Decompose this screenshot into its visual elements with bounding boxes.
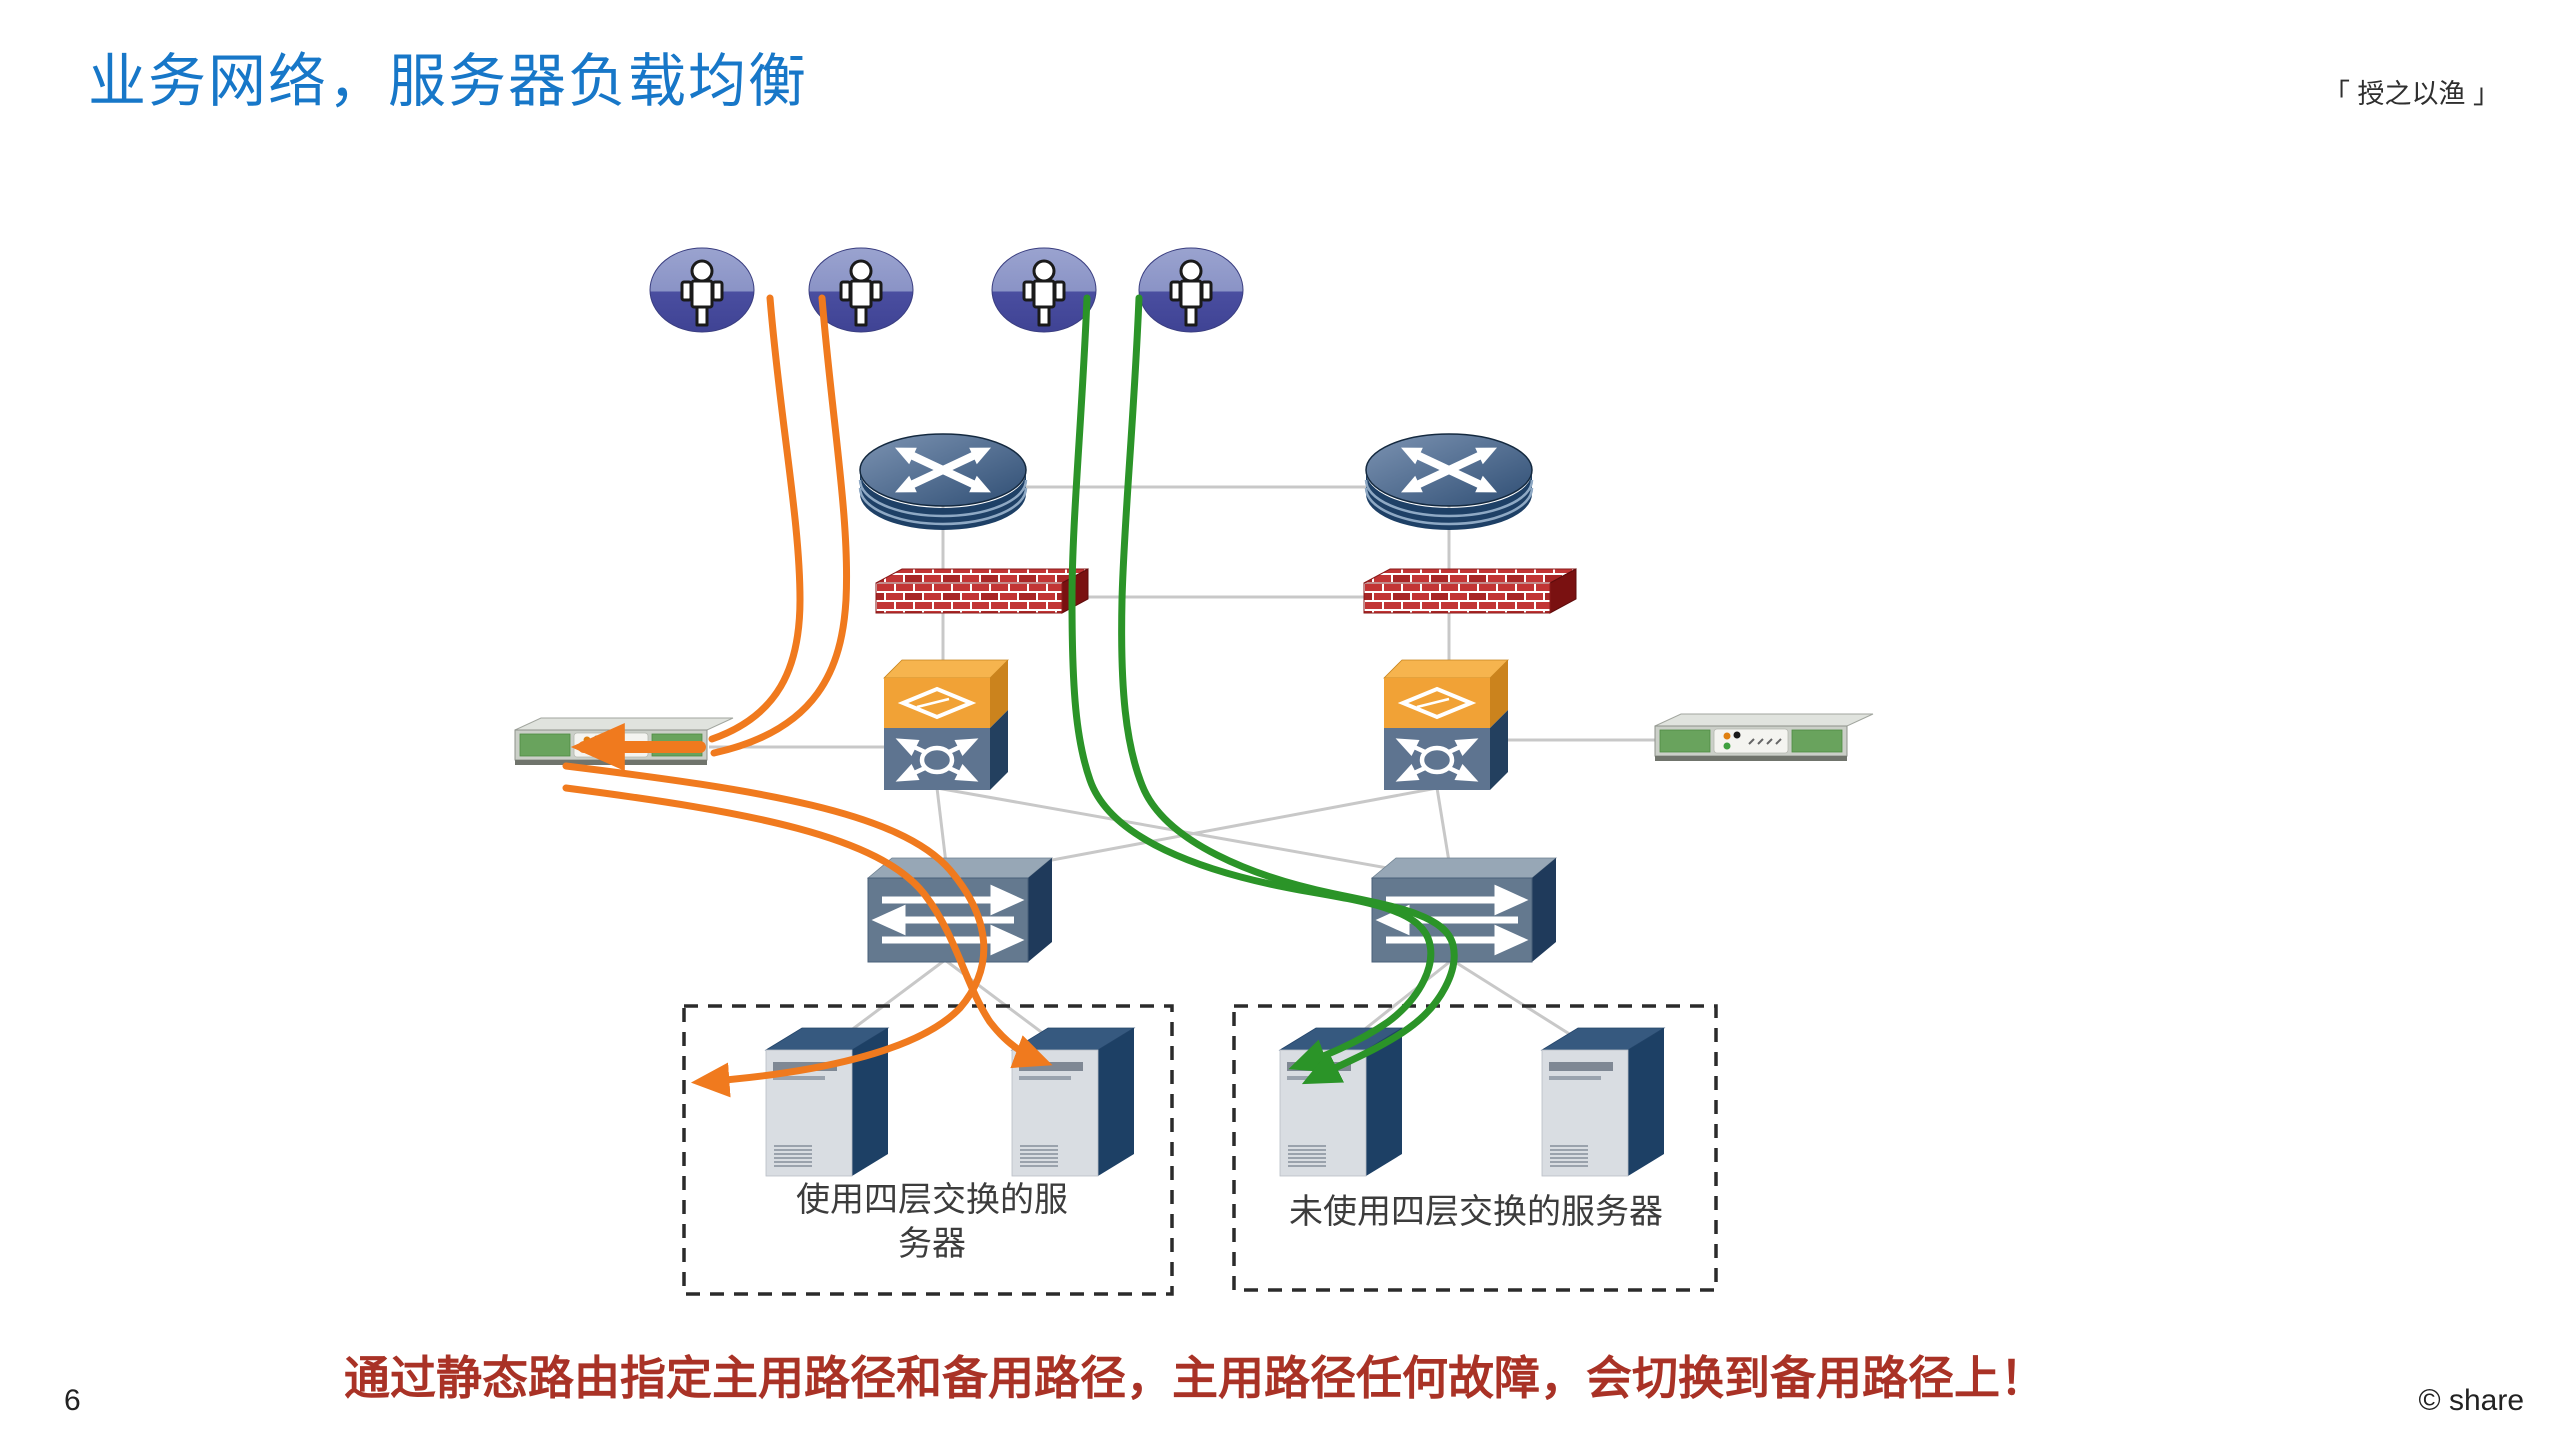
internet-user-icon-1 — [648, 246, 756, 334]
server-icon-1 — [765, 1027, 889, 1177]
watermark-badge: 「 授之以渔 」 — [2322, 79, 2500, 109]
layer4-switch-icon-right — [1384, 660, 1508, 790]
firewall-icon-left — [875, 568, 1089, 614]
internet-user-icon-3 — [990, 246, 1098, 334]
page-title: 业务网络，服务器负载均衡 — [88, 49, 809, 114]
server-icon-4 — [1541, 1027, 1665, 1177]
router-icon-right — [1366, 434, 1532, 530]
load-balancer-appliance-icon-right — [1654, 713, 1874, 762]
firewall-icon-right — [1363, 568, 1577, 614]
layer4-switch-icon-left — [884, 660, 1008, 790]
page-number: 6 — [64, 1384, 81, 1417]
workgroup-switch-icon-left — [868, 858, 1052, 962]
primary-flow-lines — [562, 294, 1053, 1098]
primary-flow-in-1 — [708, 294, 804, 743]
backup-flow-lines — [1068, 294, 1458, 1085]
copyright: © share — [2418, 1384, 2524, 1417]
backup-flow-2 — [1118, 294, 1458, 1085]
server-group-label-l4: 使用四层交换的服务器 — [796, 1181, 1068, 1264]
non-l4-server-group-box — [1232, 1004, 1718, 1292]
backup-flow-1 — [1068, 294, 1435, 1073]
primary-flow-in-2 — [710, 294, 851, 757]
l4-server-group-box — [682, 1004, 1174, 1296]
bottom-note: 通过静态路由指定主用路径和备用路径，主用路径任何故障，会切换到备用路径上！ — [344, 1352, 2046, 1404]
server-group-label-non-l4: 未使用四层交换的服务器 — [1289, 1193, 1663, 1231]
internet-user-icon-4 — [1137, 246, 1245, 334]
server-icon-2 — [1011, 1027, 1135, 1177]
primary-flow-out-1 — [562, 762, 988, 1098]
primary-flow-out-2 — [562, 784, 1053, 1069]
router-icon-left — [860, 434, 1026, 530]
